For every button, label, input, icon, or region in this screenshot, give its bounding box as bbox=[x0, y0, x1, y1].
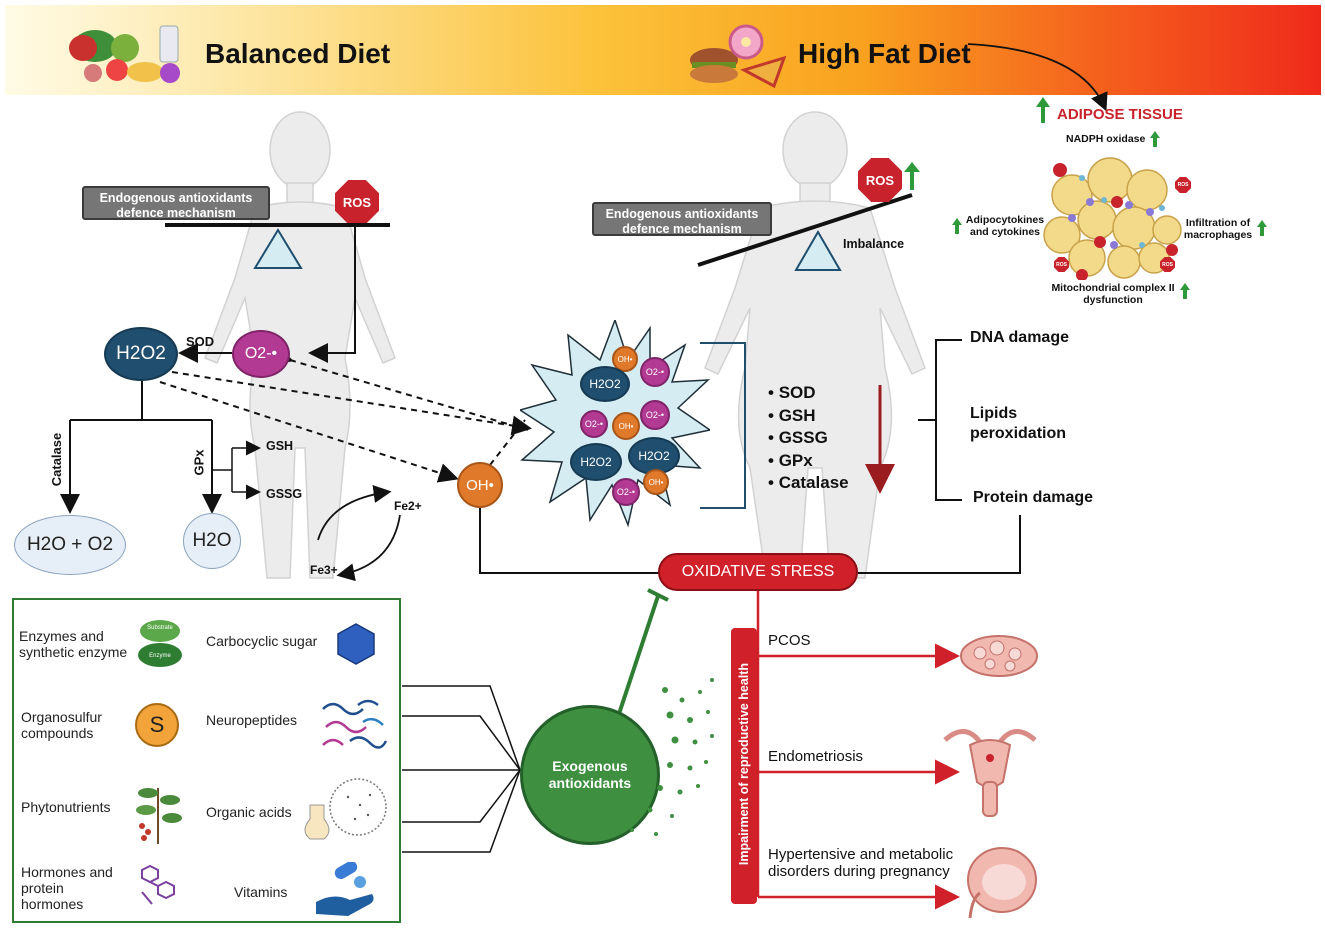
gpx-label: GPx bbox=[191, 449, 207, 476]
hexagon-sugar-icon bbox=[337, 623, 375, 665]
ros-stop-sign-right: ROS bbox=[858, 158, 902, 202]
up-arrow-icon bbox=[1036, 97, 1050, 123]
marker-item: • Catalase bbox=[768, 473, 849, 492]
antioxidant-marker-list: • SOD • GSH • GSSG • GPx • Catalase bbox=[768, 382, 849, 495]
lipid-peroxidation-label: Lipids peroxidation bbox=[970, 405, 1067, 442]
oxidative-stress-pill: OXIDATIVE STRESS bbox=[658, 553, 858, 591]
cluster-o2-4: O2-• bbox=[612, 478, 640, 506]
impairment-bar bbox=[731, 628, 757, 904]
neuropeptide-strands-icon bbox=[322, 699, 388, 749]
up-arrow-icon bbox=[952, 218, 962, 234]
enzymes-label: Enzymes and synthetic enzyme bbox=[19, 628, 128, 660]
enzyme-icon bbox=[138, 620, 182, 667]
balanced-food-icon bbox=[69, 25, 180, 83]
balanced-diet-title: Balanced Diet bbox=[205, 38, 391, 69]
dna-damage-label: DNA damage bbox=[970, 329, 1069, 346]
ovary-icon bbox=[960, 635, 1038, 677]
cluster-oh-2: OH• bbox=[612, 412, 640, 440]
carbocyclic-sugar-label: Carbocyclic sugar bbox=[206, 633, 318, 649]
water-oxygen-product: H2O + O2 bbox=[14, 515, 126, 575]
plant-icon bbox=[136, 788, 182, 844]
cluster-o2-3: O2-• bbox=[640, 400, 670, 430]
phytonutrients-label: Phytonutrients bbox=[21, 799, 111, 815]
up-arrow-icon bbox=[1150, 131, 1160, 147]
marker-item: • SOD bbox=[768, 383, 816, 402]
nadph-oxidase-label: NADPH oxidase bbox=[1066, 133, 1146, 145]
neuropeptides-label: Neuropeptides bbox=[206, 712, 298, 728]
up-arrow-icon bbox=[1257, 220, 1267, 236]
marker-item: • GPx bbox=[768, 450, 813, 470]
gsh-label: GSH bbox=[266, 439, 294, 453]
impairment-label: Impairment of reproductive health bbox=[737, 662, 751, 866]
female-body-silhouette-left bbox=[204, 111, 396, 579]
up-arrow-icon bbox=[1180, 283, 1190, 299]
hydroxyl-radical-circle: OH• bbox=[457, 462, 503, 508]
hand-pills-icon bbox=[316, 862, 374, 916]
marker-item: • GSSG bbox=[768, 428, 828, 447]
water-product: H2O bbox=[183, 513, 241, 569]
endogenous-defence-box-right: Endogenous antioxidants defence mechanis… bbox=[592, 202, 772, 236]
junk-food-icon bbox=[690, 24, 787, 89]
cluster-h2o2-2: H2O2 bbox=[570, 443, 622, 481]
flask-magnifier-icon bbox=[304, 778, 387, 840]
hormones-label: Hormones and protein hormones bbox=[21, 864, 113, 912]
gssg-label: GSSG bbox=[266, 487, 303, 501]
cluster-h2o2-1: H2O2 bbox=[580, 366, 630, 402]
mitochondrial-dysfunction-label: Mitochondrial complex II dysfunction bbox=[1051, 282, 1175, 306]
cluster-o2-1: O2-• bbox=[640, 357, 670, 387]
endogenous-defence-box-left: Endogenous antioxidants defence mechanis… bbox=[82, 186, 270, 220]
cluster-o2-2: O2-• bbox=[580, 410, 608, 438]
h2o2-circle: H2O2 bbox=[104, 327, 178, 381]
enzyme-label: Enzyme bbox=[149, 653, 171, 659]
endometriosis-label: Endometriosis bbox=[768, 748, 864, 765]
vitamins-label: Vitamins bbox=[234, 884, 288, 900]
superoxide-circle: O2-• bbox=[232, 330, 290, 378]
molecule-icon bbox=[141, 864, 175, 905]
diet-banner bbox=[5, 5, 1321, 95]
high-fat-diet-title: High Fat Diet bbox=[798, 38, 971, 69]
catalase-label: Catalase bbox=[49, 432, 65, 487]
antioxidant-dots bbox=[630, 678, 714, 836]
sulfur-icon: S bbox=[135, 703, 179, 747]
protein-damage-label: Protein damage bbox=[973, 489, 1094, 506]
ros-badge: ROS bbox=[1175, 177, 1191, 193]
cluster-oh-3: OH• bbox=[643, 469, 669, 495]
sod-label: SOD bbox=[186, 334, 215, 349]
marker-item: • GSH bbox=[768, 405, 816, 425]
pregnancy-womb-icon bbox=[967, 847, 1037, 919]
pregnancy-disorders-label: Hypertensive and metabolic disorders dur… bbox=[768, 846, 954, 880]
up-arrow-icon bbox=[904, 162, 920, 190]
organosulfur-label: Organosulfur compounds bbox=[21, 709, 102, 741]
ros-stop-sign-left: ROS bbox=[335, 180, 379, 224]
adipocytokines-label: Adipocytokines and cytokines bbox=[965, 214, 1045, 238]
uterus-icon bbox=[943, 729, 1037, 817]
substrate-label: Substrate bbox=[147, 625, 173, 631]
fe2-label: Fe2+ bbox=[394, 499, 422, 513]
pcos-label: PCOS bbox=[768, 632, 811, 649]
organic-acids-label: Organic acids bbox=[206, 804, 292, 820]
adipose-tissue-illustration bbox=[1043, 157, 1182, 280]
ros-badge: ROS bbox=[1160, 257, 1175, 272]
antioxidant-classes-panel bbox=[12, 598, 401, 923]
imbalance-label: Imbalance bbox=[843, 237, 905, 251]
fe3-label: Fe3+ bbox=[310, 563, 338, 577]
ros-badge: ROS bbox=[1054, 257, 1069, 272]
adipose-tissue-title: ADIPOSE TISSUE bbox=[1057, 106, 1183, 123]
exogenous-antioxidants-circle: Exogenous antioxidants bbox=[520, 705, 660, 845]
macrophage-infiltration-label: Infiltration of macrophages bbox=[1183, 217, 1253, 241]
